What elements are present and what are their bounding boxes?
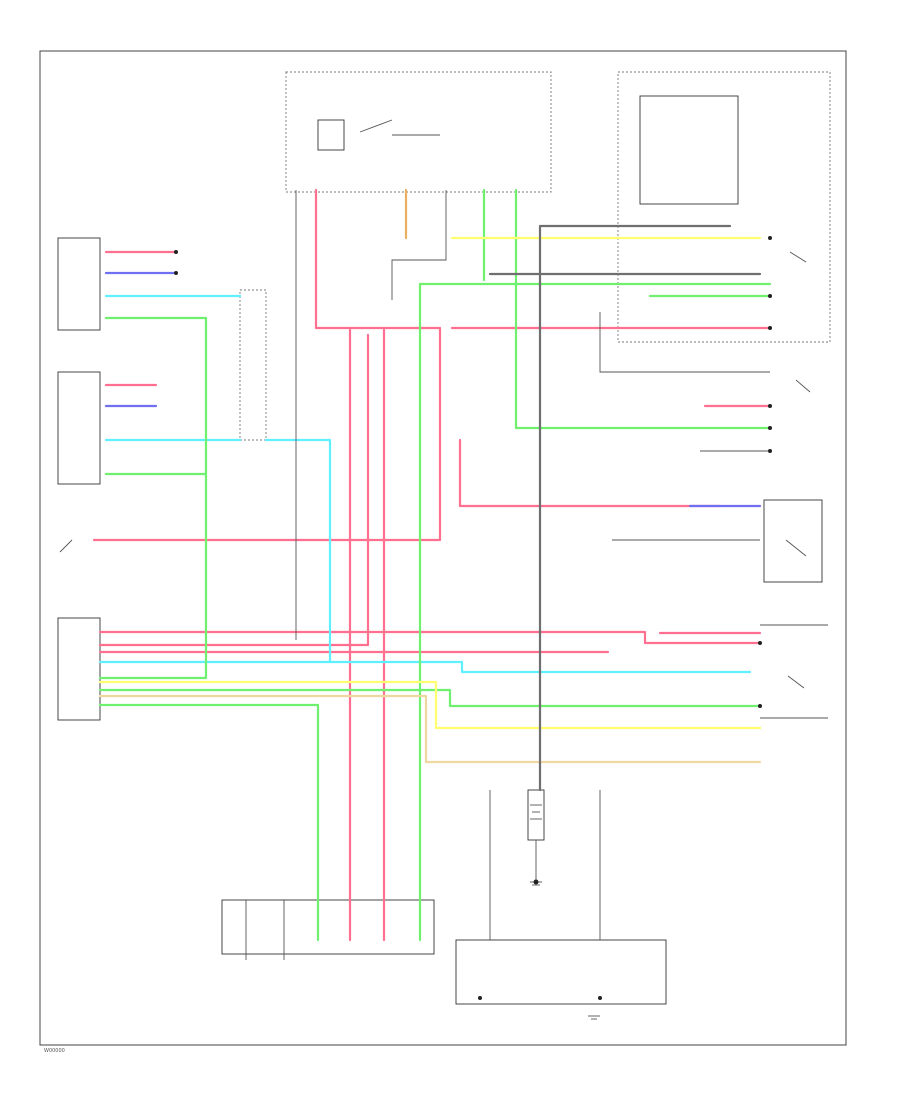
green-wire-panel-2 [98,688,762,708]
red-wire-panel [98,630,762,645]
red-wire-top-2 [98,333,370,647]
relay-icon [317,119,440,151]
cyan-wire-panel [98,660,752,674]
thin-wire-3 [599,312,770,373]
relay-unit-box [639,95,739,205]
underhood-relay-box [617,71,831,343]
red-wire-right-2 [458,438,722,508]
battery-icon [530,804,542,820]
yellow-wire-1 [98,680,762,730]
cyan-wire-3 [264,438,332,664]
bottom-connector [221,899,435,955]
hvac-module-box [239,289,267,441]
thin-wire-2 [391,190,447,300]
battery-box [527,789,545,841]
diagram-frame [39,50,847,1046]
left-connector-1 [57,237,101,331]
left-connector-2 [57,371,101,485]
footer-code: W00000 [44,1048,65,1054]
connector-icon [174,236,772,1000]
tan-wire [98,694,762,764]
green-wire-1 [98,316,208,680]
starter-box [455,939,667,1005]
green-wire-panel [98,703,320,942]
right-sensor-box [763,499,823,583]
switch-icon [59,251,811,689]
powertrain-module [57,617,101,721]
green-wire-long [514,188,772,430]
ground-icon [530,881,600,1020]
gray-wire-main [538,224,732,792]
upper-fuse-box [285,71,552,193]
red-wire-top-1 [92,188,442,542]
